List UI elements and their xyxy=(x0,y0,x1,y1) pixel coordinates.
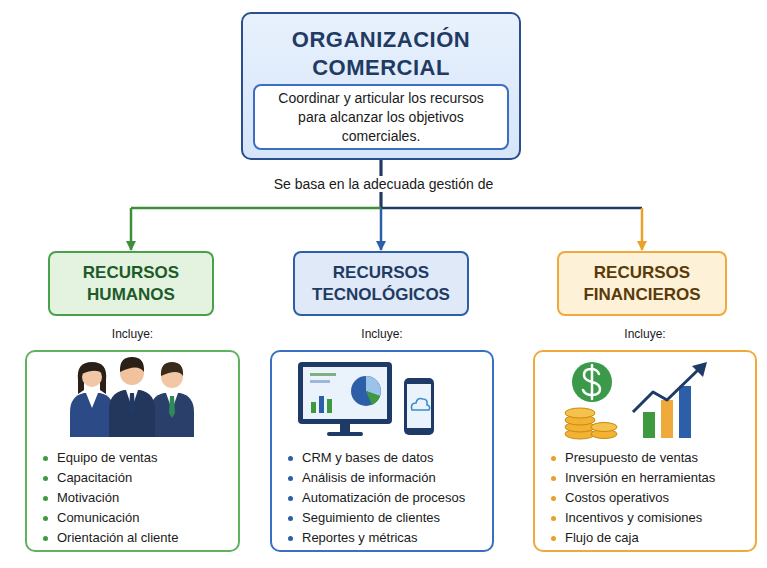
list-item: Incentivos y comisiones xyxy=(550,508,747,528)
category-box: RECURSOS HUMANOS xyxy=(48,251,214,316)
list-item: Equipo de ventas xyxy=(42,448,230,468)
connector xyxy=(381,160,382,250)
person-head xyxy=(82,367,102,387)
screen-line xyxy=(310,380,330,383)
connector-drop xyxy=(641,208,644,250)
list-item: Presupuesto de ventas xyxy=(550,448,747,468)
node-text: RECURSOS TECNOLÓGICOS xyxy=(303,262,459,306)
list-item: Capacitación xyxy=(42,468,230,488)
coin xyxy=(591,423,617,432)
monitor-screen xyxy=(303,367,387,419)
trend-line xyxy=(633,369,699,412)
screen-line xyxy=(310,373,336,376)
person-figure xyxy=(150,362,194,437)
person-head xyxy=(120,361,144,385)
node-title: ORGANIZACIÓN COMERCIAL xyxy=(266,26,496,82)
list-item: Seguimiento de clientes xyxy=(287,508,484,528)
coin xyxy=(565,422,595,432)
chart-bar xyxy=(679,386,691,438)
screen-bar xyxy=(327,399,332,413)
chart-bar xyxy=(643,412,655,438)
connector-branch xyxy=(381,207,642,210)
person-hair xyxy=(78,362,106,394)
list-heading: Incluye: xyxy=(272,327,492,341)
screen-bar xyxy=(319,396,324,413)
connector-branch xyxy=(131,207,381,210)
person-hair xyxy=(161,362,183,376)
list-item: Comunicación xyxy=(42,508,230,528)
coin xyxy=(591,430,617,439)
connector-drop xyxy=(380,208,383,250)
connector xyxy=(381,160,642,250)
person-head xyxy=(161,366,183,388)
category-box: RECURSOS TECNOLÓGICOS xyxy=(293,251,469,316)
cloud-symbol xyxy=(412,399,430,411)
dollar-coin xyxy=(572,362,612,402)
category-box: RECURSOS FINANCIEROS xyxy=(557,251,727,316)
list-item: Inversión en herramientas xyxy=(550,468,747,488)
list-heading: Incluye: xyxy=(27,327,238,341)
main-box: ORGANIZACIÓN COMERCIAL Coordinar y articu… xyxy=(241,12,521,160)
list-heading: Incluye: xyxy=(535,327,755,341)
label-row: Se basa en la adecuada gestión de xyxy=(0,175,767,193)
monitor-base xyxy=(327,432,363,436)
monitor-frame xyxy=(298,362,392,424)
list-box: Incluye:Presupuesto de ventasInversión e… xyxy=(533,350,757,552)
list-item: Automatización de procesos xyxy=(287,488,484,508)
trend-arrowhead xyxy=(692,362,707,377)
person-shirt xyxy=(86,393,98,408)
growth-chart-icon xyxy=(633,362,707,438)
purpose-box: Coordinar y articular los recursos para … xyxy=(253,84,509,150)
pie-slice xyxy=(366,376,381,396)
node-text: RECURSOS FINANCIEROS xyxy=(567,262,717,306)
list-item: Análisis de información xyxy=(287,468,484,488)
person-tie xyxy=(169,396,175,418)
list-box: Incluye:Equipo de ventasCapacitaciónMoti… xyxy=(25,350,240,552)
phone-icon xyxy=(404,378,434,435)
list-item: Reportes y métricas xyxy=(287,528,484,548)
list-item: Motivación xyxy=(42,488,230,508)
dollar-symbol xyxy=(583,365,600,399)
phone-frame xyxy=(404,378,434,435)
monitor-stand xyxy=(340,424,350,432)
list-item: Flujo de caja xyxy=(550,528,747,548)
connector xyxy=(131,160,381,250)
monitor-icon xyxy=(298,362,392,436)
connector-stem xyxy=(380,160,383,208)
person-fringe xyxy=(82,365,102,374)
coin xyxy=(565,408,595,418)
person-shirt xyxy=(126,390,138,408)
pie-chart xyxy=(351,376,381,406)
connector-stem xyxy=(380,160,383,208)
person-body xyxy=(70,393,114,437)
person-hair xyxy=(120,357,144,372)
pie-slice xyxy=(366,391,380,405)
person-tie xyxy=(129,393,135,416)
coin xyxy=(565,415,595,425)
connector-stem xyxy=(380,160,383,208)
chart-bar xyxy=(661,400,673,438)
connector-drop xyxy=(130,208,133,250)
coin xyxy=(565,429,595,439)
person-body xyxy=(109,390,155,437)
person-figure xyxy=(70,362,114,437)
phone-screen xyxy=(407,384,431,428)
money-icon xyxy=(565,362,617,439)
node-text: Coordinar y articular los recursos para … xyxy=(267,89,495,146)
node-text: RECURSOS HUMANOS xyxy=(58,262,204,306)
person-shirt xyxy=(166,393,178,410)
person-figure xyxy=(109,357,155,437)
list-item: Costos operativos xyxy=(550,488,747,508)
list-item: Orientación al cliente xyxy=(42,528,230,548)
screen-bar xyxy=(311,402,316,413)
list-item: CRM y bases de datos xyxy=(287,448,484,468)
list-box: Incluye:CRM y bases de datosAnálisis de … xyxy=(270,350,494,552)
person-body xyxy=(150,393,194,437)
people-icon xyxy=(70,357,194,437)
branch-caption: Se basa en la adecuada gestión de xyxy=(268,176,500,192)
